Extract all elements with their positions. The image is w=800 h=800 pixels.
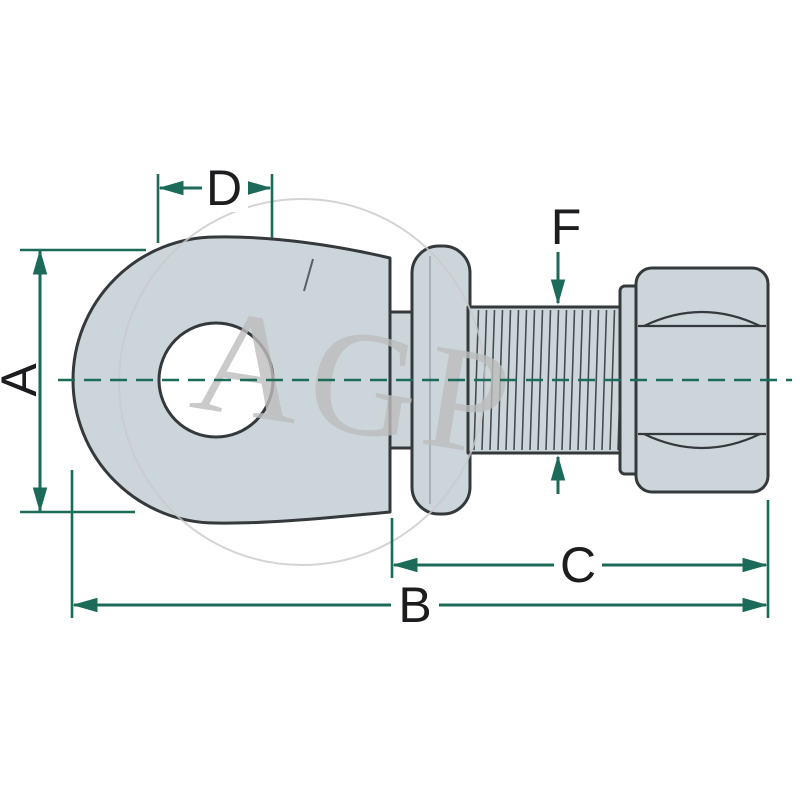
label-backdrop [202,162,248,212]
dimension-d-label: D [206,160,242,216]
eye-detail-line [303,258,314,292]
dimension-b: B [70,470,768,633]
nut-chamfer-arc-bottom [643,433,761,450]
dimension-b-label: B [398,577,431,633]
dimension-f-label: F [551,199,582,255]
dimension-d: D [156,160,274,243]
nut-chamfer-arc-top [643,310,761,327]
dimension-a-label: A [0,363,47,397]
thread-hatching [472,310,622,450]
dimension-f: F [550,199,582,494]
watermark-circle [118,198,486,566]
dimension-a: A [0,248,146,514]
dimension-c: C [390,500,770,618]
dimension-c-label: C [560,537,596,593]
label-backdrop [554,540,602,590]
label-backdrop [391,580,439,630]
